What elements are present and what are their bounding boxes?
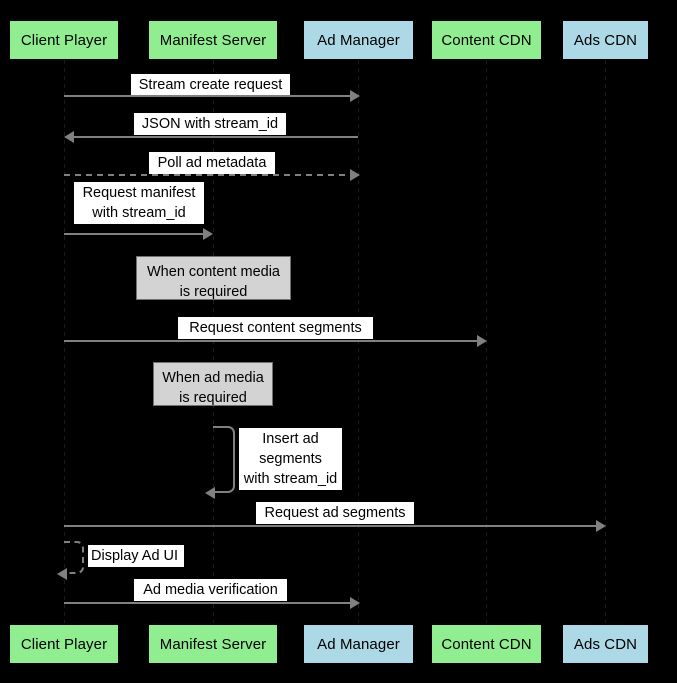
arrow-head-display-ad-ui xyxy=(57,568,67,580)
message-label-ad-media-verification: Ad media verification xyxy=(134,579,287,601)
message-line-request-content-segments xyxy=(64,340,477,342)
message-loop-insert-ad-segments xyxy=(213,426,235,493)
message-line-ad-media-verification xyxy=(64,602,350,604)
message-line-request-manifest xyxy=(64,233,203,235)
message-line-poll-ad-metadata xyxy=(64,174,350,176)
message-line-stream-create-request xyxy=(64,95,350,97)
participant-label: Client Player xyxy=(20,31,108,49)
arrow-head-stream-create-request xyxy=(350,90,360,102)
participant-header-ad-manager[interactable]: Ad Manager xyxy=(304,21,413,59)
participant-footer-ads-cdn[interactable]: Ads CDN xyxy=(563,625,648,663)
participant-footer-ad-manager[interactable]: Ad Manager xyxy=(304,625,413,663)
participant-label: Client Player xyxy=(20,635,108,653)
arrow-head-insert-ad-segments xyxy=(205,487,215,499)
arrow-head-poll-ad-metadata xyxy=(350,169,360,181)
participant-header-client-player[interactable]: Client Player xyxy=(10,21,118,59)
message-label-stream-create-request: Stream create request xyxy=(131,74,290,96)
participant-footer-manifest-server[interactable]: Manifest Server xyxy=(149,625,277,663)
participant-label: Ad Manager xyxy=(317,31,400,49)
note-when-ad-media-required: When ad media is required xyxy=(153,362,273,406)
arrow-head-request-manifest xyxy=(203,228,213,240)
message-label-json-with-stream-id: JSON with stream_id xyxy=(134,113,286,135)
participant-footer-client-player[interactable]: Client Player xyxy=(10,625,118,663)
participant-label: Ad Manager xyxy=(317,635,400,653)
message-line-json-with-stream-id xyxy=(74,136,358,138)
note-when-content-media-required: When content media is required xyxy=(136,256,291,300)
participant-label: Ads CDN xyxy=(573,635,638,653)
arrow-head-request-content-segments xyxy=(477,335,487,347)
participant-label: Ads CDN xyxy=(573,31,638,49)
message-label-request-manifest: Request manifest with stream_id xyxy=(74,182,204,224)
message-label-display-ad-ui: Display Ad UI xyxy=(88,545,184,567)
message-loop-display-ad-ui xyxy=(64,541,84,574)
message-label-request-ad-segments: Request ad segments xyxy=(256,502,414,524)
arrow-head-json-with-stream-id xyxy=(64,131,74,143)
lifeline-ads-cdn xyxy=(605,60,606,623)
participant-label: Manifest Server xyxy=(159,31,267,49)
message-line-request-ad-segments xyxy=(64,525,596,527)
participant-footer-content-cdn[interactable]: Content CDN xyxy=(432,625,541,663)
participant-label: Manifest Server xyxy=(159,635,267,653)
participant-label: Content CDN xyxy=(441,635,532,653)
arrow-head-ad-media-verification xyxy=(350,597,360,609)
message-label-poll-ad-metadata: Poll ad metadata xyxy=(149,152,275,174)
message-label-insert-ad-segments: Insert ad segments with stream_id xyxy=(239,428,342,490)
participant-header-ads-cdn[interactable]: Ads CDN xyxy=(563,21,648,59)
participant-header-manifest-server[interactable]: Manifest Server xyxy=(149,21,277,59)
participant-header-content-cdn[interactable]: Content CDN xyxy=(432,21,541,59)
arrow-head-request-ad-segments xyxy=(596,520,606,532)
participant-label: Content CDN xyxy=(441,31,532,49)
message-label-request-content-segments: Request content segments xyxy=(178,317,373,339)
